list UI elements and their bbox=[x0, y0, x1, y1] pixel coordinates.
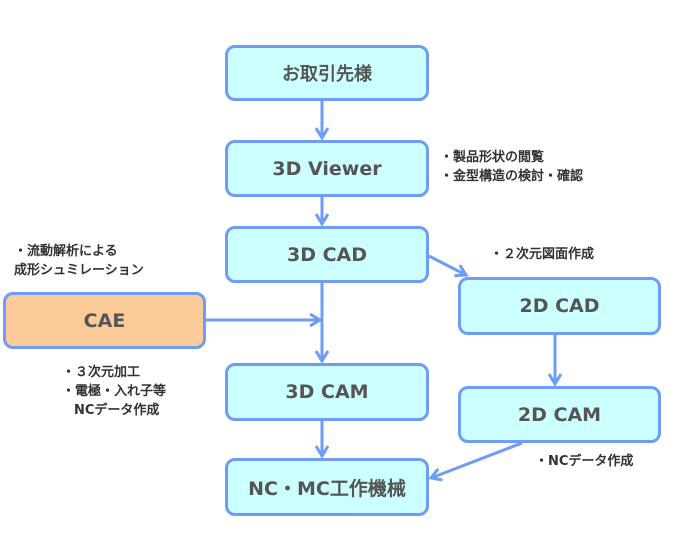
note-line: 成形シュミレーション bbox=[14, 263, 144, 278]
note-line: ・製品形状の閲覧 bbox=[440, 150, 545, 165]
node-3d-cad: 3D CAD bbox=[225, 226, 429, 283]
node-2d-cam: 2D CAM bbox=[458, 386, 661, 443]
note-line: ・金型構造の検討・確認 bbox=[440, 169, 584, 184]
note-3d-viewer: ・製品形状の閲覧 ・金型構造の検討・確認 bbox=[440, 148, 583, 186]
note-2d-cad: ・２次元図面作成 bbox=[490, 245, 594, 264]
node-client: お取引先様 bbox=[225, 45, 429, 101]
node-3d-viewer: 3D Viewer bbox=[225, 140, 429, 197]
arrow-3dcad-to-2dcad bbox=[428, 254, 466, 275]
note-3d-cam: ・３次元加工 ・電極・入れ子等 NCデータ作成 bbox=[62, 363, 166, 420]
note-2d-cam: ・NCデータ作成 bbox=[535, 452, 633, 471]
note-line: ・電極・入れ子等 bbox=[62, 384, 167, 399]
node-label: 3D Viewer bbox=[272, 157, 382, 180]
node-label: お取引先様 bbox=[282, 64, 372, 85]
node-label: 2D CAD bbox=[519, 295, 600, 317]
node-label: 3D CAM bbox=[285, 381, 369, 403]
node-label: 2D CAM bbox=[517, 403, 602, 426]
node-label: 3D CAD bbox=[286, 243, 368, 266]
node-nc-mc-machine: NC・MC工作機械 bbox=[225, 458, 429, 516]
arrow-2dcam-to-machine bbox=[431, 441, 523, 478]
note-line: NCデータ作成 bbox=[74, 403, 160, 418]
node-cae: CAE bbox=[3, 292, 206, 349]
node-label: NC・MC工作機械 bbox=[248, 477, 406, 500]
node-label: CAE bbox=[83, 309, 126, 332]
node-2d-cad: 2D CAD bbox=[458, 277, 661, 335]
note-line: ・３次元加工 bbox=[62, 365, 141, 380]
note-line: ・NCデータ作成 bbox=[535, 454, 634, 469]
note-line: ・２次元図面作成 bbox=[490, 247, 595, 262]
note-cae: ・流動解析による 成形シュミレーション bbox=[14, 242, 144, 280]
note-line: ・流動解析による bbox=[14, 244, 118, 259]
node-3d-cam: 3D CAM bbox=[225, 363, 429, 421]
